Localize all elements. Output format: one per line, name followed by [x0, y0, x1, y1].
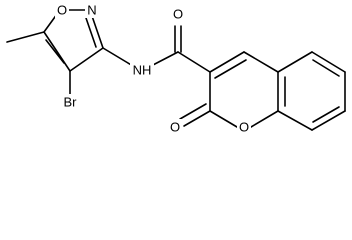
- bond-c8a-o1: [250, 110, 279, 128]
- bond-c2-o: [183, 110, 211, 127]
- bond-c5-c6: [311, 51, 346, 73]
- bond-c3-nh: [102, 47, 134, 67]
- bond-n-c3: [91, 15, 104, 49]
- atom-amide-oxygen: O: [173, 7, 183, 22]
- bond-c7-c8-double: [312, 106, 340, 123]
- bond-nh-camide: [150, 51, 179, 67]
- bonds: [6, 9, 346, 131]
- bond-c8-c8a: [277, 110, 313, 131]
- atom-ring-nitrogen: N: [87, 3, 96, 18]
- bond-camide-c3: [177, 51, 211, 73]
- bond-c4a-c5: [277, 51, 313, 73]
- bond-c3-c4cou-double: [214, 59, 247, 79]
- atom-amide-nh: NH: [133, 63, 152, 78]
- bond-c3-c4: [69, 47, 104, 72]
- bond-o1-c2: [209, 110, 238, 128]
- bond-c4-c5: [43, 31, 71, 72]
- atom-ring-oxygen: O: [57, 3, 67, 18]
- atom-labels: O N Br NH O O O: [55, 2, 251, 135]
- bond-n-c3-double: [85, 17, 97, 48]
- atom-bromine: Br: [64, 95, 78, 110]
- bond-c5-c6-double: [312, 59, 340, 77]
- atom-keto-oxygen: O: [170, 120, 180, 135]
- bond-c7-c8: [311, 110, 346, 131]
- bond-c4-c5-double: [45, 39, 65, 64]
- bond-c3-c4cou: [209, 51, 245, 73]
- bond-c2-o-double: [179, 103, 207, 120]
- atom-lactone-oxygen: O: [239, 120, 249, 135]
- bond-methyl: [6, 31, 45, 43]
- structure-canvas: O N Br NH O O O: [6, 2, 346, 135]
- bond-c4-c4a: [243, 51, 279, 73]
